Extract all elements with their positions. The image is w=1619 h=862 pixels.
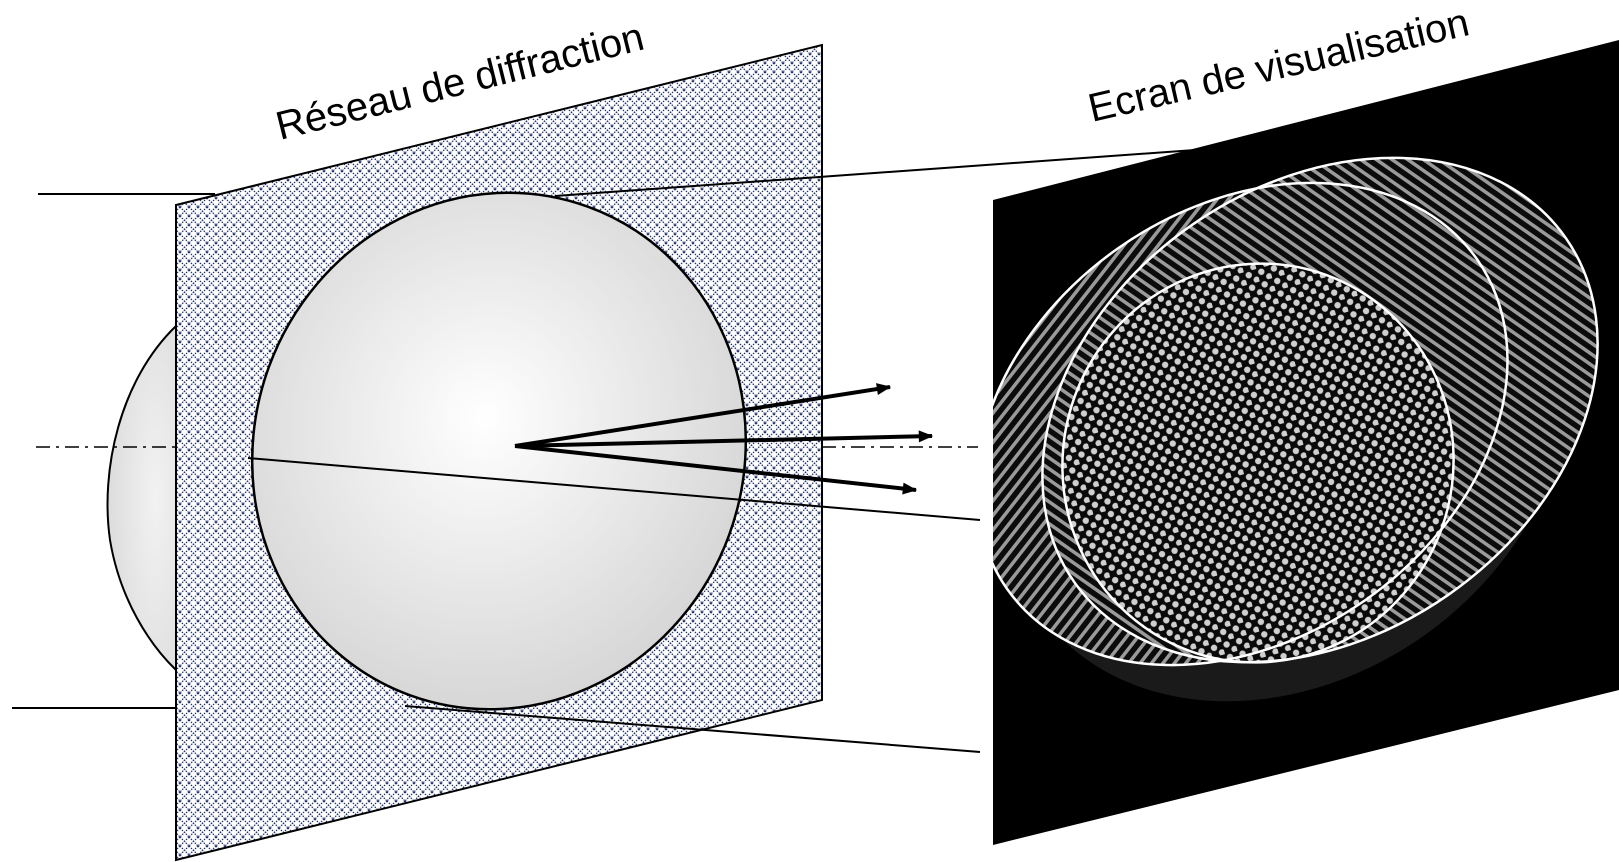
diffracted-beams	[514, 383, 934, 495]
incident-beam	[12, 193, 215, 709]
screen-ring	[1041, 156, 1599, 664]
viewing-screen	[993, 40, 1619, 845]
screen-rings	[993, 156, 1599, 667]
projection-lines	[247, 149, 1196, 753]
diffracted-beam-arrow	[514, 430, 934, 448]
diffracted-beam-arrow	[514, 444, 918, 495]
incident-beam-back	[106, 323, 177, 673]
screen-ring	[993, 181, 1509, 667]
beam-spot	[250, 191, 748, 711]
screen-ring	[1061, 262, 1455, 664]
diffracted-beam-arrow	[514, 383, 892, 448]
